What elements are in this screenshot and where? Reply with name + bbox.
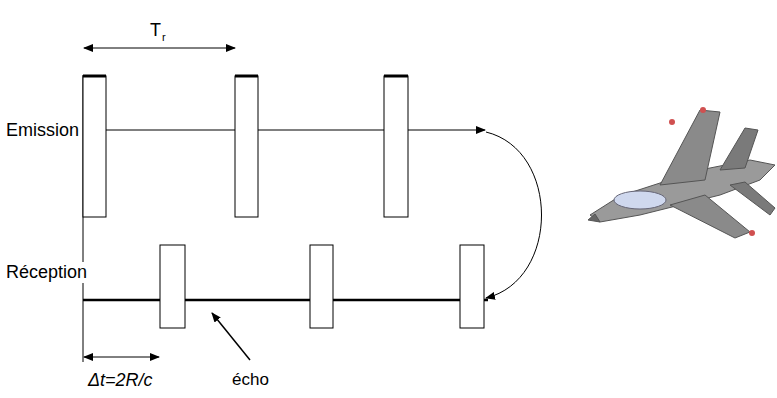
echo-label: écho [232, 370, 269, 390]
period-subscript: r [162, 31, 166, 44]
period-symbol: T [150, 20, 161, 41]
reception-label: Réception [4, 262, 89, 283]
fighter-jet [588, 107, 775, 238]
delay-formula: Δt=2R/c [88, 370, 153, 391]
emission-label: Emission [6, 120, 79, 141]
